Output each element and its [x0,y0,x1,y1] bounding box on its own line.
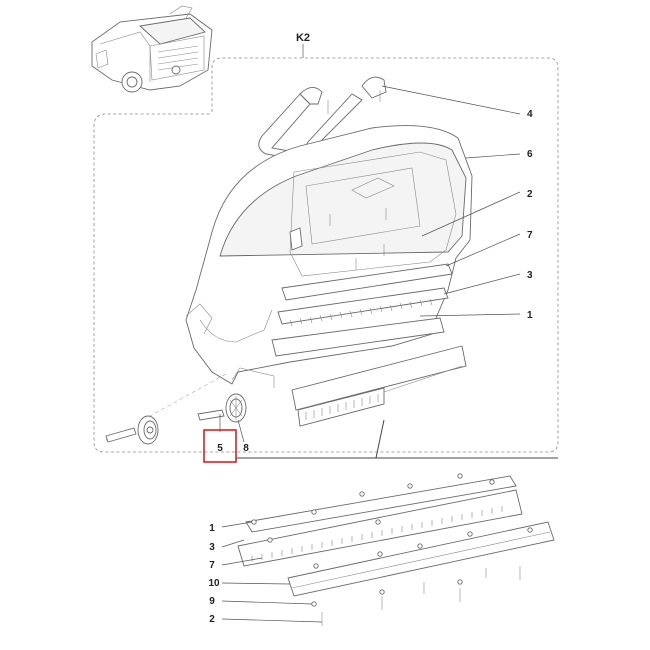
wheel-assembly [105,373,247,445]
detail-connector [236,419,558,459]
callout-detail-7: 7 [209,560,215,571]
housing-part [185,125,473,388]
upper-plates [271,263,453,357]
callout-1: 1 [527,310,533,321]
callout-5-highlight [203,429,237,463]
lower-detail [237,473,555,626]
callout-5: 5 [217,443,223,454]
screw-row [251,473,533,607]
leaders-top [381,85,521,317]
callout-detail-1: 1 [209,523,215,534]
callout-2: 2 [527,189,533,200]
bolt-row [321,566,521,626]
assembly-boundary [93,57,559,453]
callout-detail-3: 3 [209,542,215,553]
callout-detail-2: 2 [209,614,215,625]
group-label-k2: K2 [296,32,310,44]
callout-detail-9: 9 [209,596,215,607]
callout-8: 8 [243,443,249,454]
callout-3: 3 [527,270,533,281]
callout-6: 6 [527,149,533,160]
machine-thumbnail [91,5,213,93]
front-blade [291,345,467,427]
callout-4: 4 [527,109,533,120]
callout-7: 7 [527,230,533,241]
leaders-bottom [221,521,323,623]
callout-detail-10: 10 [208,578,220,589]
